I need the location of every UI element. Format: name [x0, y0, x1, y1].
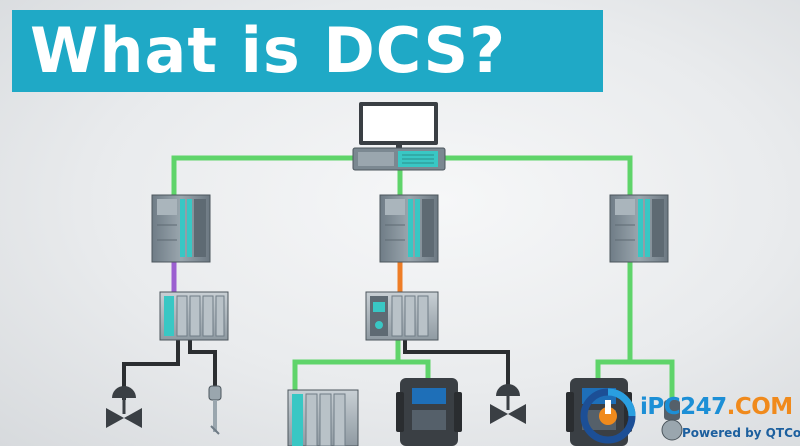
valve-icon: [106, 386, 142, 428]
variable-frequency-drive-icon: [396, 378, 462, 446]
controller-rack-icon: [379, 194, 439, 263]
io-rack-icon: [365, 291, 439, 341]
brand-name: iPC247.COM: [640, 394, 793, 420]
green-link-right-drive: [595, 359, 630, 378]
brand-main: iPC247: [640, 394, 727, 420]
sensor-icon: [661, 400, 683, 441]
green-link-bottom-left: [292, 338, 401, 390]
monitor-icon: [359, 102, 438, 150]
green-link-left: [171, 155, 355, 195]
dark-link-center-valve: [403, 338, 510, 396]
brand-tagline: Powered by QTCo: [682, 426, 800, 440]
controller-rack-icon: [151, 194, 211, 263]
green-link-right-sensor: [630, 359, 675, 400]
dark-link-left-sensor: [188, 340, 217, 388]
brand-suffix: .COM: [726, 394, 794, 420]
green-link-bottom-drive: [398, 359, 431, 378]
io-rack-icon: [287, 389, 359, 446]
ipc247-logo-icon: [580, 388, 636, 444]
dark-link-left-valve: [122, 340, 180, 400]
network-links: [122, 155, 675, 400]
switch-icon: [352, 147, 446, 171]
brand-watermark: iPC247.COM Powered by QTCo: [578, 380, 800, 446]
title-banner: What is DCS?: [12, 10, 603, 92]
page-title: What is DCS?: [30, 14, 507, 87]
controller-rack-icon: [609, 194, 669, 263]
temperature-sensor-icon: [208, 385, 222, 435]
io-rack-icon: [159, 291, 229, 341]
green-link-right: [444, 155, 633, 195]
valve-icon: [490, 384, 526, 424]
